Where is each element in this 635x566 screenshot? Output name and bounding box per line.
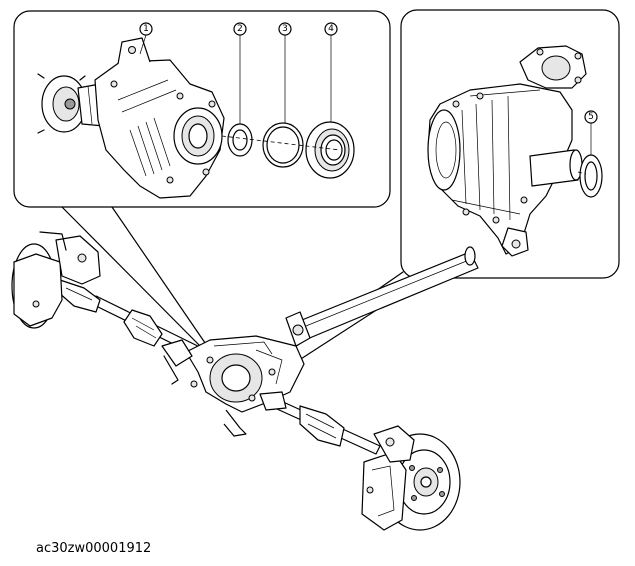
- left-detail-panel: 1 2 3 4: [13, 10, 391, 208]
- callout-5: 5: [584, 110, 598, 155]
- callout-4-label: 4: [328, 24, 334, 34]
- oil-seal-part-2: [227, 123, 253, 157]
- callout-3: 3: [278, 22, 292, 123]
- right-detail-panel: 5: [400, 9, 620, 279]
- front-differential-assembly: [37, 37, 225, 199]
- front-differential-installed: [161, 335, 305, 437]
- callout-2: 2: [233, 22, 247, 124]
- callout-2-label: 2: [237, 24, 243, 34]
- callout-1-label: 1: [143, 24, 149, 34]
- right-drive-shaft: [259, 391, 381, 455]
- propeller-shaft: [285, 246, 479, 347]
- front-axle-assembly: [11, 231, 479, 531]
- o-ring-part-3: [262, 122, 304, 168]
- left-hub-brake-assembly: [11, 231, 101, 329]
- oil-seal-part-5: [577, 154, 603, 198]
- callout-5-label: 5: [588, 112, 594, 122]
- left-panel-leaders: [61, 206, 215, 357]
- figure-code: ac30zw00001912: [36, 541, 152, 556]
- bearing-part-4: [305, 121, 355, 179]
- right-hub-brake-assembly: [361, 425, 461, 531]
- callout-1: 1: [139, 22, 153, 55]
- transfer-case-assembly: [427, 45, 587, 257]
- callout-4: 4: [324, 22, 338, 122]
- assembly-axis-line: [221, 135, 341, 151]
- callout-3-label: 3: [282, 24, 288, 34]
